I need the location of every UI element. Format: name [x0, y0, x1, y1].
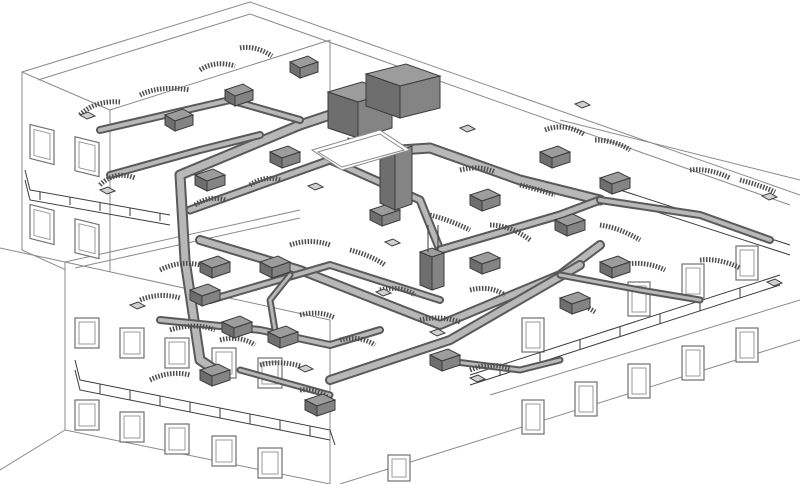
vav-box — [428, 348, 462, 372]
vav-box — [468, 188, 502, 212]
vav-box — [558, 291, 592, 315]
left-roof-edge — [0, 247, 66, 263]
main-ducts — [96, 96, 774, 412]
tray-upper-left-b — [24, 179, 171, 226]
windows-upper-left — [29, 123, 100, 260]
vav-box — [468, 251, 502, 275]
vav-box — [198, 255, 232, 279]
vav-box — [188, 283, 222, 307]
right-back-wall — [559, 119, 800, 181]
flex-ducts — [78, 44, 777, 402]
vav-box — [268, 145, 302, 169]
upper-block-roof-edge — [21, 1, 800, 196]
vav-box — [163, 108, 195, 132]
right-wall-bottom — [489, 299, 800, 396]
left-base-edge — [0, 429, 66, 471]
upper-block-ridge — [109, 39, 331, 111]
tray-front-b — [74, 369, 331, 441]
tray-right-a — [469, 274, 781, 376]
vav-box — [288, 55, 320, 79]
right-wall-base — [339, 339, 800, 484]
vav-box — [223, 83, 255, 107]
windows-right-side — [521, 245, 759, 435]
vav-box — [598, 171, 632, 195]
tray-front-a — [74, 359, 336, 446]
vav-box — [220, 315, 254, 339]
air-handling-unit — [310, 63, 446, 291]
vav-box — [266, 325, 300, 349]
vav-box — [193, 168, 227, 192]
vav-box — [258, 255, 292, 279]
vav-box — [553, 213, 587, 237]
vav-box — [198, 363, 232, 387]
vav-box — [538, 145, 572, 169]
vav-box — [303, 393, 337, 417]
vav-box — [598, 255, 632, 279]
tray-upper-left-a — [24, 169, 171, 216]
terminal-boxes — [163, 55, 632, 417]
